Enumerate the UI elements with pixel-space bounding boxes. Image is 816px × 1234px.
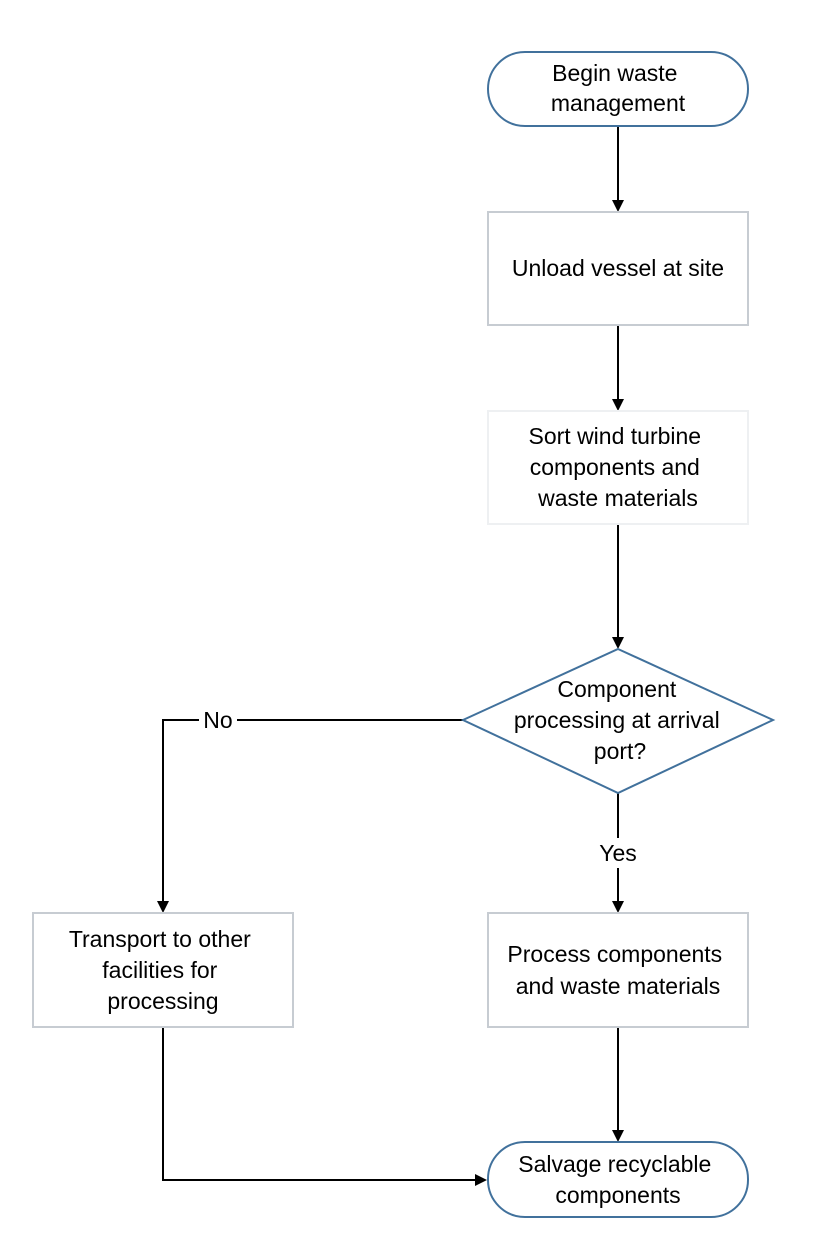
- edge-decision-no-to-transport: [157, 719, 463, 913]
- node-salvage-line-2: components: [555, 1182, 680, 1208]
- node-transport-line-1: Transport to other: [69, 926, 251, 952]
- svg-text:Component processing at: Component processing at arrival port?: [514, 676, 726, 764]
- svg-text:Salvage recyclable compo: Salvage recyclable components: [518, 1151, 717, 1208]
- node-transport: Transport to other facilities for proces…: [32, 912, 294, 1028]
- node-decision: Component processing at arrival port?: [460, 647, 776, 795]
- svg-text:Process components and w: Process components and waste materials: [507, 941, 728, 999]
- svg-text:Begin waste management: Begin waste management: [551, 60, 686, 116]
- node-sort: Sort wind turbine components and waste m…: [487, 410, 749, 525]
- node-salvage: Salvage recyclable components: [487, 1141, 749, 1218]
- node-begin-line-1: Begin waste: [552, 60, 677, 86]
- node-process-line-1: Process components: [507, 941, 722, 967]
- node-sort-line-1: Sort wind turbine: [529, 423, 702, 449]
- node-decision-line-2: processing at arrival: [514, 707, 720, 733]
- node-decision-line-3: port?: [594, 738, 646, 764]
- node-begin-line-2: management: [551, 90, 686, 116]
- svg-text:Transport to other facil: Transport to other facilities for proces…: [69, 926, 257, 1014]
- node-sort-line-2: components and: [530, 454, 700, 480]
- node-transport-line-2: facilities for: [102, 957, 217, 983]
- node-unload-line-1: Unload vessel at site: [512, 255, 724, 281]
- node-unload: Unload vessel at site: [487, 211, 749, 326]
- node-transport-line-3: processing: [107, 988, 218, 1014]
- edge-labels: No Yes: [199, 706, 643, 868]
- edge-transport-to-salvage: [162, 1027, 487, 1186]
- node-process-line-2: and waste materials: [516, 973, 721, 999]
- node-process: Process components and waste materials: [487, 912, 749, 1028]
- node-sort-line-3: waste materials: [537, 485, 698, 511]
- edge-label-yes: Yes: [599, 840, 637, 866]
- node-decision-line-1: Component: [557, 676, 677, 702]
- edge-label-no: No: [203, 707, 232, 733]
- node-salvage-line-1: Salvage recyclable: [518, 1151, 711, 1177]
- svg-text:Unload vessel at site: Unload vessel at site: [512, 255, 724, 281]
- svg-text:Sort wind turbine compon: Sort wind turbine components and waste m…: [529, 423, 708, 511]
- node-begin: Begin waste management: [487, 51, 749, 127]
